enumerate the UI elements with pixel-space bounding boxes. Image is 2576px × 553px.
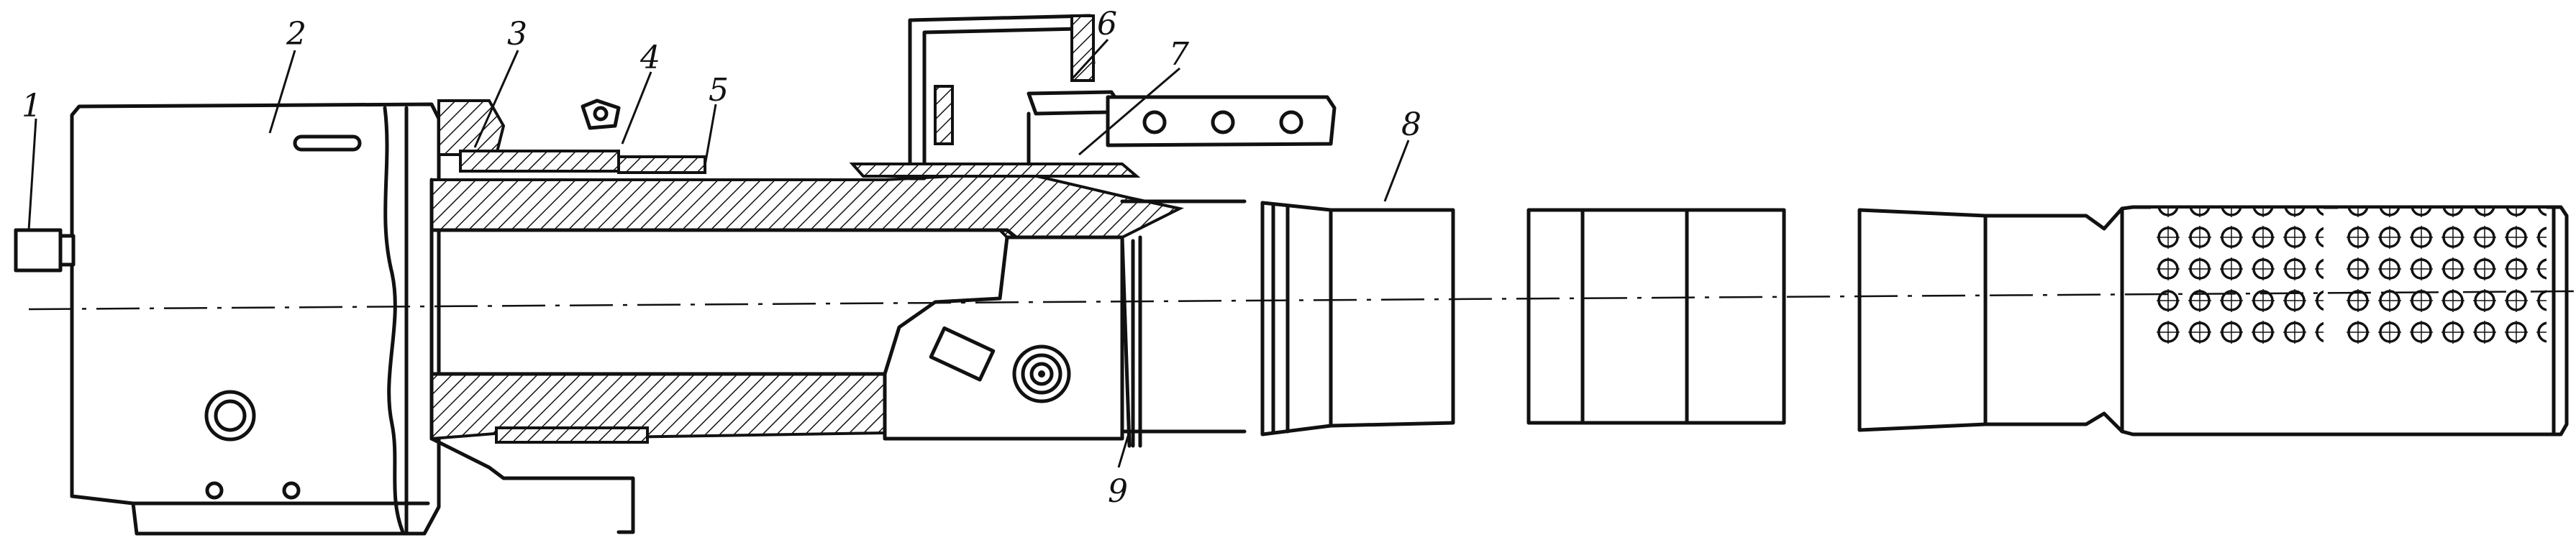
callout-7: 7 (1169, 36, 1189, 73)
axis-centerline (28, 290, 2576, 311)
callout-5: 5 (709, 72, 729, 109)
callout-1: 1 (22, 88, 42, 124)
leader-lines (27, 38, 1410, 468)
callouts: 1 2 3 4 5 6 7 8 9 (22, 6, 1421, 510)
barrel-tube (1120, 199, 1247, 434)
callout-6: 6 (1097, 6, 1117, 42)
callout-8: 8 (1401, 106, 1421, 143)
barrel-segment-1 (1260, 201, 1455, 437)
breech-casing (883, 235, 1225, 448)
barrel-segment-2 (1526, 208, 1786, 425)
section-break-line (383, 106, 409, 534)
trunnion-collar (429, 99, 706, 534)
callout-2: 2 (286, 16, 306, 52)
callout-9: 9 (1108, 473, 1128, 510)
callout-3: 3 (507, 16, 527, 52)
callout-4: 4 (640, 40, 660, 76)
compensator-holes (2151, 209, 2547, 345)
receiver-housing (70, 102, 441, 536)
cocking-knob (14, 228, 76, 273)
breech-bracket (849, 14, 1337, 180)
